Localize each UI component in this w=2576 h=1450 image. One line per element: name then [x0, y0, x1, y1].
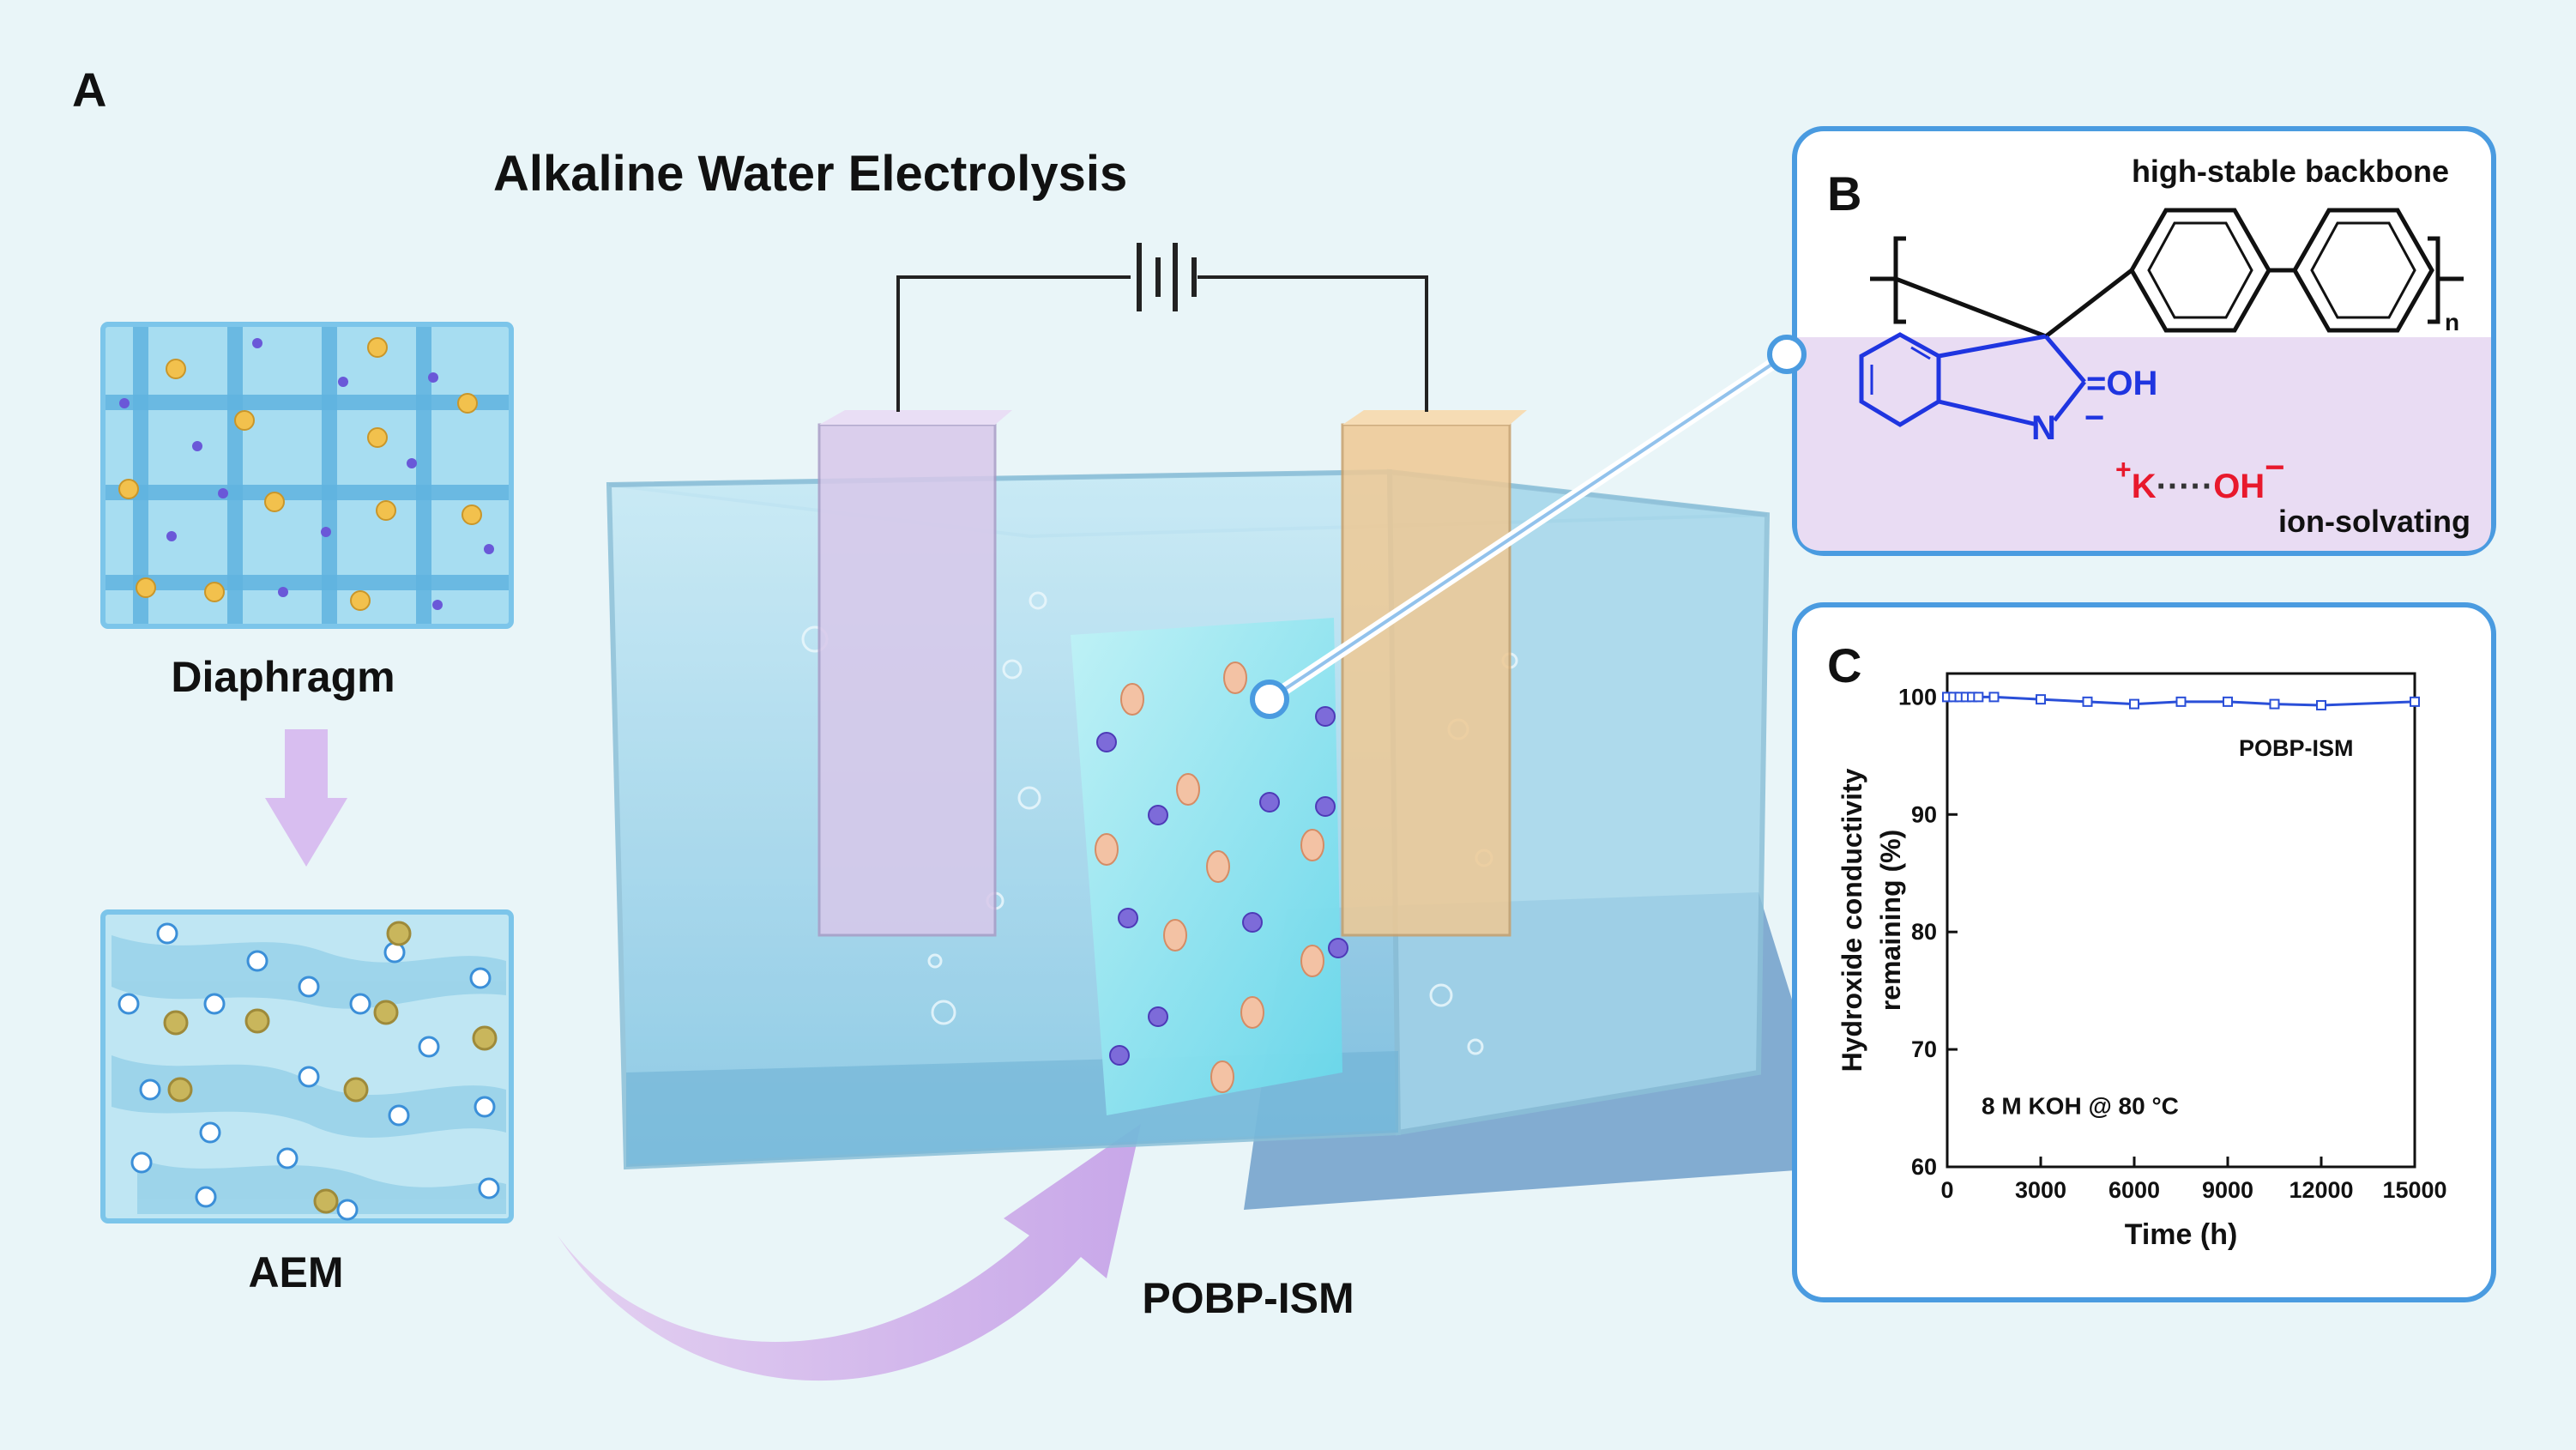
y-tick-label: 80 — [1911, 919, 1937, 945]
hydroxide-ion: OH — [2213, 468, 2265, 505]
x-tick-label: 12000 — [2289, 1177, 2353, 1203]
aem-label: AEM — [248, 1248, 343, 1296]
zoom-point-marker — [1250, 680, 1289, 719]
nitrogen-atom: N — [2031, 409, 2056, 447]
pobp-ism-membrane — [1071, 618, 1348, 1115]
series-legend-label: POBP-ISM — [2239, 735, 2354, 761]
panel-c-letter: C — [1827, 638, 1861, 692]
panel-a-title: Alkaline Water Electrolysis — [493, 146, 1127, 202]
data-point — [2410, 696, 2420, 707]
x-tick-label: 3000 — [2015, 1177, 2066, 1203]
solvating-region — [1797, 337, 2491, 551]
panel-a-letter: A — [72, 63, 106, 117]
data-point — [2175, 696, 2187, 707]
ion-pair: +K·····OH− — [2115, 449, 2285, 505]
panel-b-connector-node — [1767, 335, 1807, 374]
backbone-label: high-stable backbone — [2132, 154, 2449, 189]
y-axis-label-line2: remaining (%) — [1875, 830, 1906, 1012]
y-tick-label: 70 — [1911, 1036, 1937, 1062]
data-point — [2082, 696, 2093, 707]
y-tick-label: 100 — [1898, 684, 1937, 710]
diaphragm-illustration — [100, 322, 514, 629]
solvating-label: ion-solvating — [2278, 504, 2470, 539]
data-point — [2129, 698, 2139, 710]
data-point — [2269, 698, 2280, 710]
aem-illustration — [100, 909, 514, 1223]
zoom-connector-line-outline — [1268, 353, 1789, 701]
y-axis-label-line1: Hydroxide conductivity — [1837, 768, 1867, 1072]
data-point — [2036, 694, 2046, 705]
y-tick-label: 90 — [1911, 801, 1937, 827]
cathode-electrode — [1341, 410, 1527, 937]
x-tick-label: 6000 — [2108, 1177, 2160, 1203]
cation-sign: + — [2115, 454, 2132, 485]
x-tick-label: 15000 — [2382, 1177, 2446, 1203]
plot-frame — [1946, 672, 2416, 1169]
diaphragm-label: Diaphragm — [171, 653, 395, 701]
data-point — [2223, 696, 2233, 707]
down-arrow-icon — [265, 729, 347, 867]
anode-electrode — [817, 410, 1012, 937]
condition-annotation: 8 M KOH @ 80 °C — [1982, 1092, 2179, 1119]
nitrogen-charge: − — [2084, 399, 2104, 437]
data-point — [1973, 692, 1984, 703]
data-point — [2316, 699, 2326, 710]
x-axis-label: Time (h) — [2125, 1218, 2238, 1251]
repeat-subscript-n: n — [2445, 309, 2459, 335]
polymer-backbone — [1870, 208, 2464, 339]
battery-icon — [1137, 243, 1197, 311]
potassium-ion: K — [2132, 468, 2157, 505]
panel-b: B high-stable backbone n =OH — [1767, 126, 2496, 556]
hydroxyl-group: =OH — [2086, 365, 2157, 402]
data-point — [1988, 692, 2000, 703]
solvation-dots: ····· — [2157, 468, 2214, 505]
panel-b-letter: B — [1827, 166, 1861, 221]
circuit-wire — [896, 275, 1428, 412]
anion-sign: − — [2265, 449, 2284, 486]
y-tick-label: 60 — [1911, 1154, 1937, 1180]
membrane-label: POBP-ISM — [1142, 1274, 1354, 1322]
curved-arrow-icon — [558, 1124, 1141, 1381]
panel-c: C 0 3000 6000 9000 12000 15000 60 70 80 90 100Time… — [1792, 602, 2496, 1302]
x-tick-label: 0 — [1940, 1177, 1953, 1203]
x-tick-label: 9000 — [2202, 1177, 2253, 1203]
pendant-heterocycle — [1859, 332, 2086, 427]
